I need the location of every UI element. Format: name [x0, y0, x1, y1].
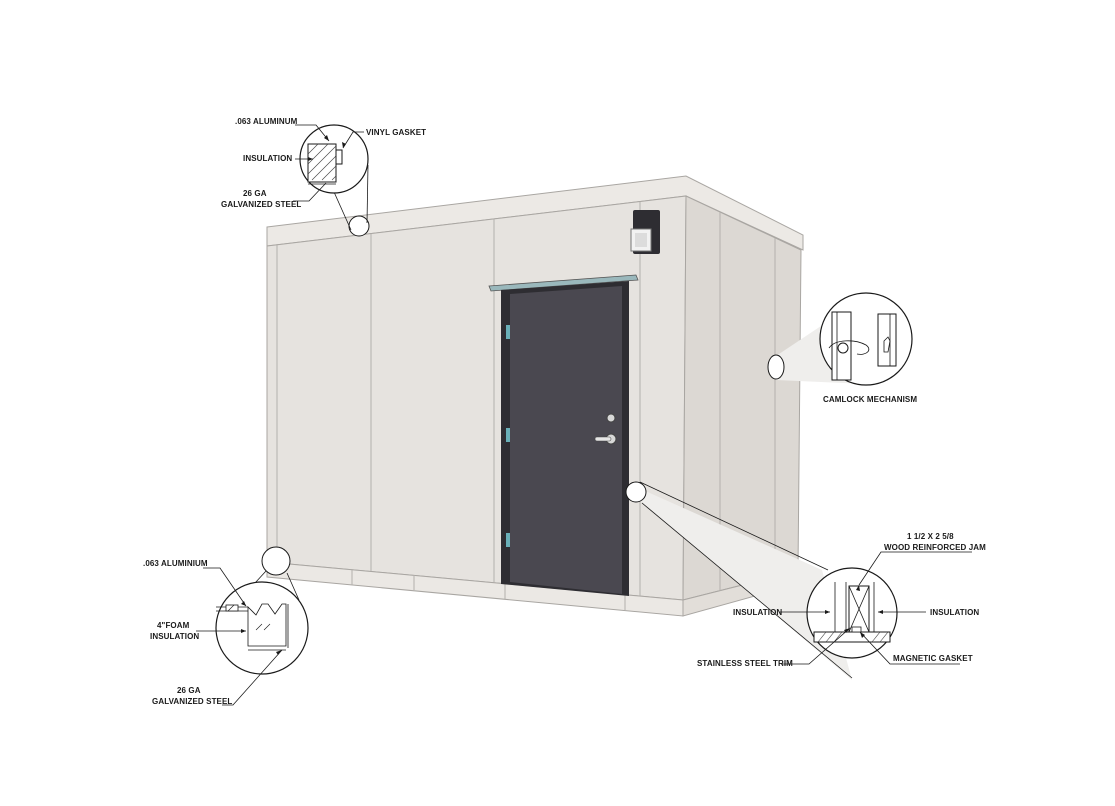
label-magnetic-gasket: MAGNETIC GASKET — [893, 654, 973, 663]
label-steel-line2: GALVANIZED STEEL — [152, 697, 232, 706]
door-assembly — [488, 274, 639, 596]
label-vinyl-gasket: VINYL GASKET — [366, 128, 426, 137]
door-lock — [606, 413, 616, 423]
light-fixture — [630, 210, 660, 254]
label-insulation-right: INSULATION — [930, 608, 979, 617]
label-stainless-trim: STAINLESS STEEL TRIM — [697, 659, 793, 668]
detail-origin-marker — [261, 546, 291, 576]
label-aluminum: .063 ALUMINUM — [235, 117, 298, 126]
leader-arrowheads — [241, 135, 883, 655]
label-camlock: CAMLOCK MECHANISM — [823, 395, 917, 404]
door-handle-lever — [594, 436, 612, 442]
top-left-callout: .063 ALUMINUM VINYL GASKET INSULATION 26… — [221, 117, 426, 237]
hinge — [506, 325, 510, 339]
door-frame-callout: 1 1/2 X 2 5/8 WOOD REINFORCED JAM INSULA… — [625, 481, 986, 680]
detail-origin-marker — [767, 354, 785, 380]
label-aluminium: .063 ALUMINIUM — [143, 559, 208, 568]
camlock-callout: CAMLOCK MECHANISM — [767, 292, 917, 404]
door-canopy — [488, 274, 639, 292]
bottom-left-callout: .063 ALUMINIUM 4"FOAM INSULATION 26 GA G… — [143, 546, 309, 706]
label-jam-line2: WOOD REINFORCED JAM — [884, 543, 986, 552]
label-foam-line1: 4"FOAM — [157, 621, 190, 630]
detail-origin-marker — [348, 215, 370, 237]
label-insulation: INSULATION — [243, 154, 292, 163]
label-jam-line1: 1 1/2 X 2 5/8 — [907, 532, 954, 541]
door-leaf — [510, 286, 622, 594]
magnifier-cone — [632, 485, 852, 680]
hinge — [506, 428, 510, 442]
label-foam-line2: INSULATION — [150, 632, 199, 641]
detail-circle — [215, 581, 309, 675]
label-steel-line1: 26 GA — [243, 189, 267, 198]
hinge — [506, 533, 510, 547]
label-steel-line2: GALVANIZED STEEL — [221, 200, 301, 209]
detail-origin-marker — [625, 481, 647, 503]
label-steel-line1: 26 GA — [177, 686, 201, 695]
label-insulation-left: INSULATION — [733, 608, 782, 617]
